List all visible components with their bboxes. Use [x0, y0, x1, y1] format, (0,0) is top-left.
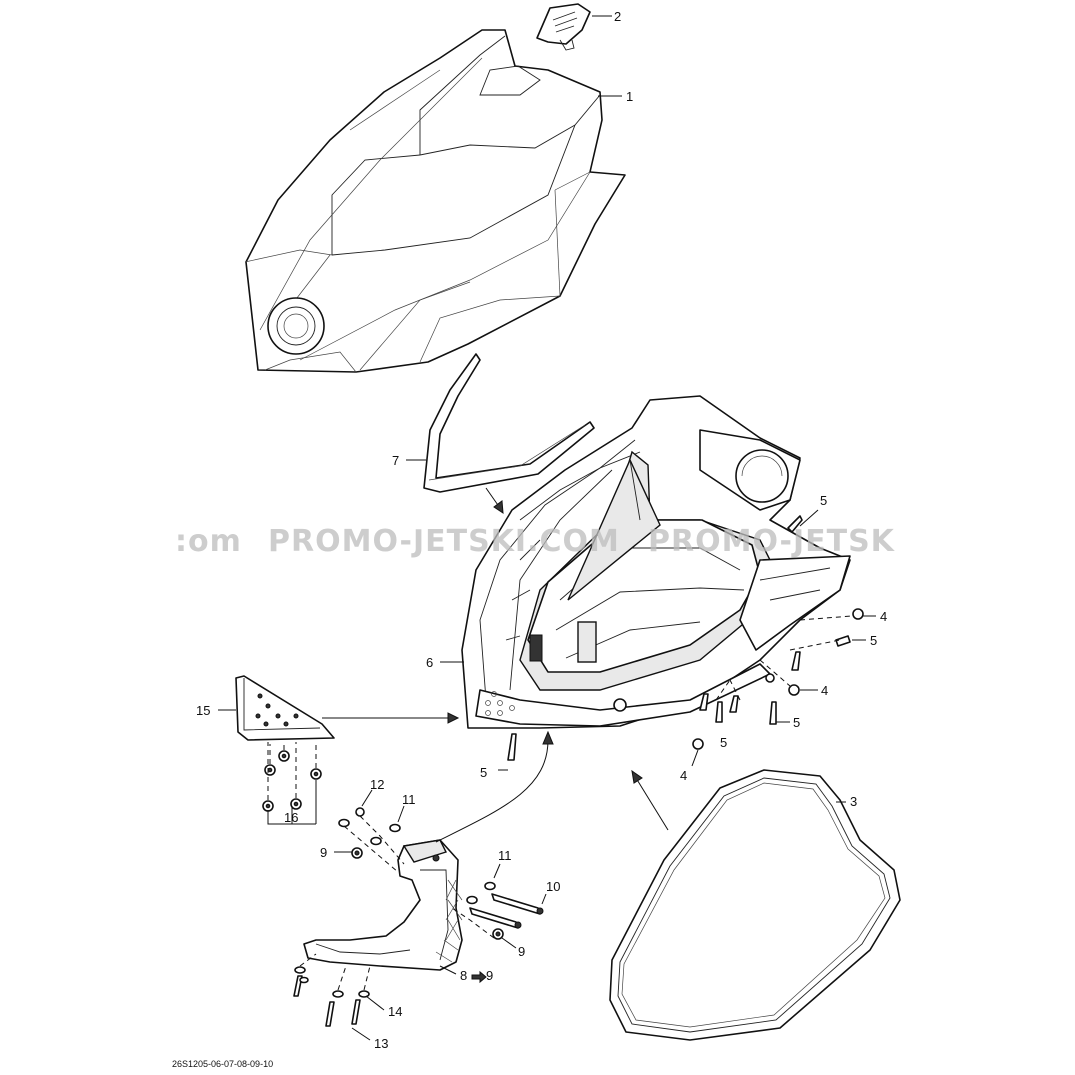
- callout-13: 13: [374, 1036, 388, 1051]
- callout-6: 6: [426, 655, 433, 670]
- callout-12: 12: [370, 777, 384, 792]
- watermark-text-middle: PROMO-JETSKI.COM: [268, 524, 620, 559]
- assembly-arrows: [322, 487, 669, 843]
- watermark: :om PROMO-JETSKI.COM PROMO-JETSK: [175, 524, 896, 559]
- callout-15: 15: [196, 703, 210, 718]
- callout-14: 14: [388, 1004, 402, 1019]
- callout-3: 3: [850, 794, 857, 809]
- part-16-nuts[interactable]: [262, 742, 322, 812]
- callout-4-upper: 4: [880, 609, 887, 624]
- callout-4-right: 4: [821, 683, 828, 698]
- hardware-fasteners[interactable]: [293, 515, 864, 1027]
- watermark-text-left: :om: [175, 524, 242, 559]
- callout-8-ref: 9: [486, 968, 493, 983]
- callout-9-right: 9: [518, 944, 525, 959]
- callout-11-right: 11: [498, 848, 512, 863]
- watermark-text-right: PROMO-JETSK: [648, 524, 896, 559]
- part-6-storage-body[interactable]: [461, 395, 851, 729]
- callout-2: 2: [614, 9, 621, 24]
- callout-7: 7: [392, 453, 399, 468]
- callout-5-lower: 5: [720, 735, 727, 750]
- callout-16: 16: [284, 810, 298, 825]
- part-2-cap[interactable]: [536, 3, 591, 51]
- callout-1: 1: [626, 89, 633, 104]
- part-3-gasket-seal[interactable]: [609, 769, 901, 1041]
- callout-5-left: 5: [480, 765, 487, 780]
- callout-8: 8: [460, 968, 467, 983]
- arrow-right-icon: [471, 970, 487, 984]
- callout-5-lower-right: 5: [793, 715, 800, 730]
- part-7-trim-strip[interactable]: [423, 353, 595, 493]
- callout-labels: 2 1 3 7 6 15 16 5 4 5 4 5 5 5 4 12 11 9 …: [172, 9, 887, 1069]
- part-15-bracket-plate[interactable]: [235, 675, 335, 741]
- callout-10: 10: [546, 879, 560, 894]
- callout-leaders: [218, 15, 876, 1041]
- reference-code: 26S1205-06-07-08-09-10: [172, 1059, 273, 1069]
- callout-11-upper: 11: [402, 792, 416, 807]
- callout-4-lower: 4: [680, 768, 687, 783]
- callout-9-left: 9: [320, 845, 327, 860]
- callout-5-upper: 5: [820, 493, 827, 508]
- part-1-front-cover[interactable]: [244, 29, 626, 373]
- part-8-hinge-arm[interactable]: [303, 839, 463, 971]
- callout-5-right: 5: [870, 633, 877, 648]
